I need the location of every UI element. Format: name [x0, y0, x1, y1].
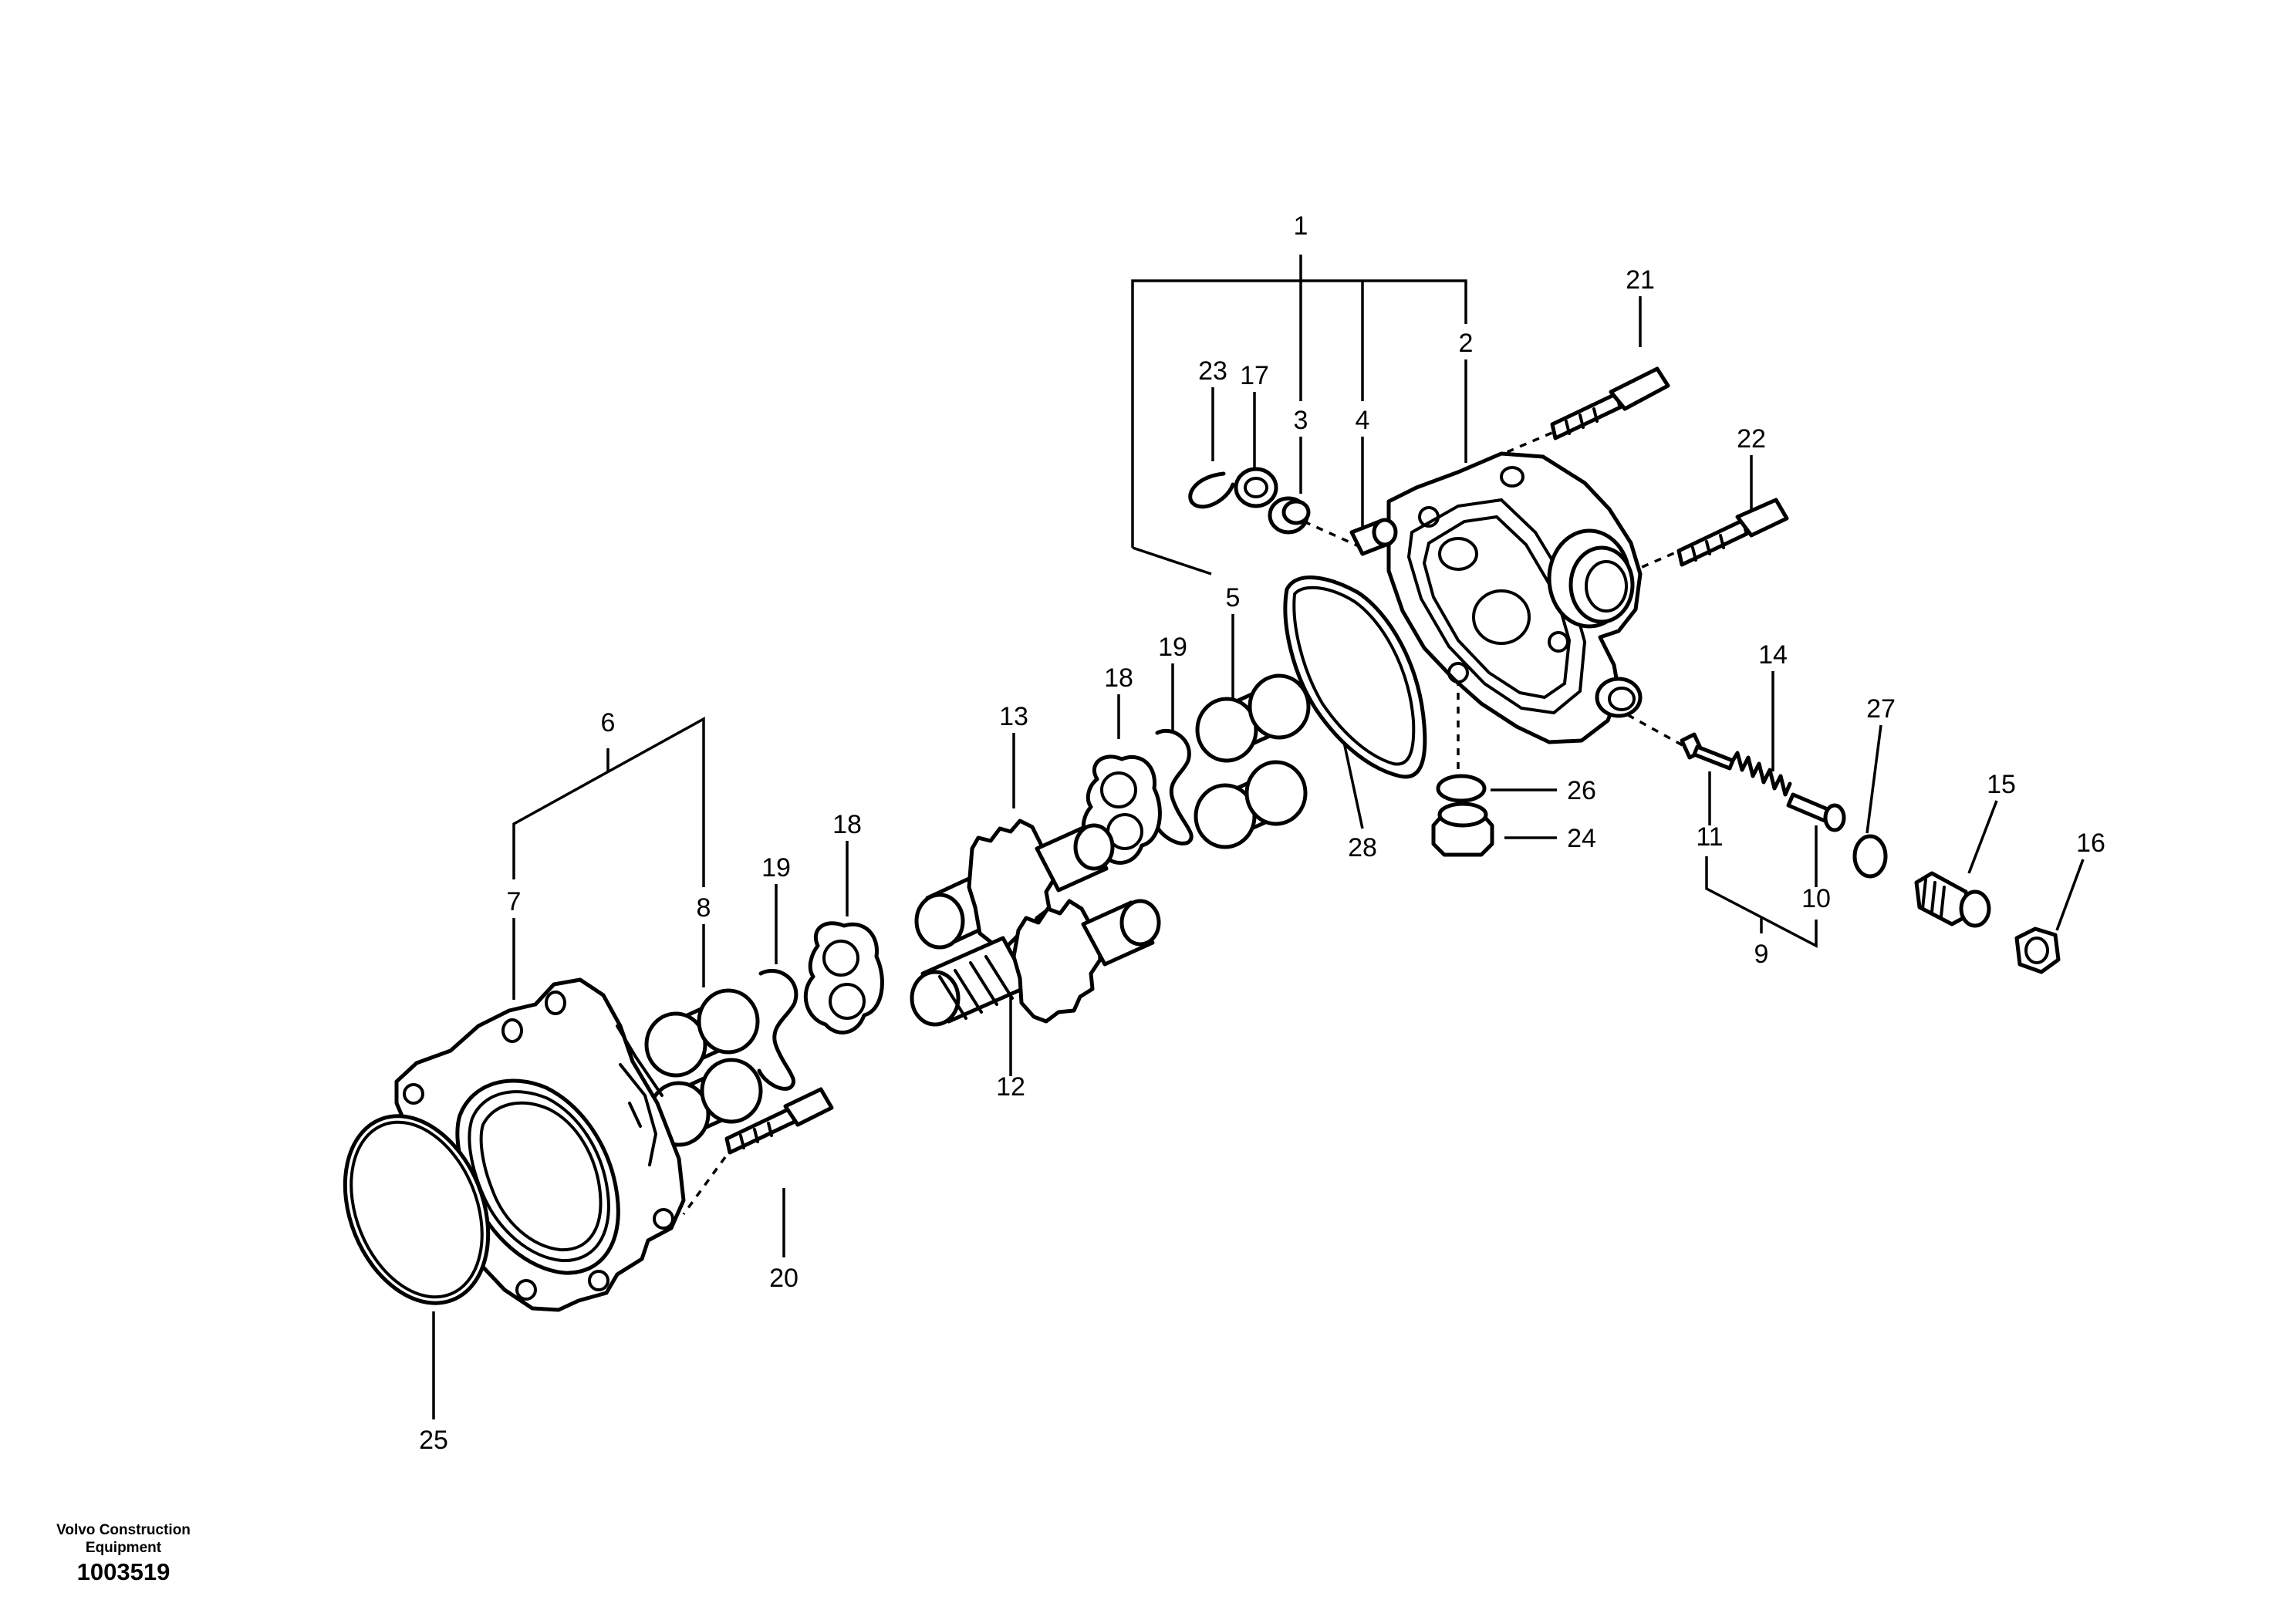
leader-lines	[432, 296, 2085, 1419]
callout-14: 14	[1758, 640, 1788, 670]
callout-2: 2	[1459, 329, 1474, 358]
callout-4: 4	[1356, 406, 1370, 435]
callout-18-right: 18	[1104, 663, 1133, 693]
bolt-20	[724, 1087, 834, 1155]
valve-poppet-11	[1680, 732, 1735, 771]
bushings-5	[1194, 673, 1311, 849]
pin-4	[1349, 518, 1398, 556]
callout-1: 1	[1294, 211, 1308, 241]
spring-clip-19-right	[1153, 728, 1194, 845]
callout-9: 9	[1754, 940, 1769, 969]
document-number: 1003519	[76, 1558, 171, 1585]
callout-25: 25	[419, 1426, 448, 1455]
valve-pin-10	[1786, 792, 1846, 832]
pump-housing-cover	[1386, 451, 1643, 744]
callout-26: 26	[1567, 776, 1596, 805]
gear-shaft-12	[910, 899, 1161, 1027]
snap-ring-23	[1188, 471, 1235, 509]
callout-18-left: 18	[832, 810, 862, 839]
callout-21: 21	[1626, 265, 1655, 295]
plug-24	[1431, 802, 1494, 857]
group-brackets	[512, 255, 1818, 948]
callout-12: 12	[996, 1072, 1025, 1102]
bolt-22	[1676, 498, 1789, 567]
seal-17	[1234, 467, 1278, 508]
nut-16	[2014, 926, 2061, 974]
callout-24: 24	[1567, 824, 1596, 853]
callout-6: 6	[601, 708, 616, 737]
bushings-8	[644, 988, 763, 1147]
callout-27: 27	[1866, 694, 1896, 724]
callout-23: 23	[1198, 356, 1227, 386]
callout-3: 3	[1294, 406, 1308, 435]
callout-17: 17	[1240, 361, 1269, 390]
callout-19-right: 19	[1158, 633, 1187, 662]
callout-16: 16	[2076, 829, 2105, 858]
callout-13: 13	[999, 702, 1028, 731]
wear-plate-18-left	[803, 921, 884, 1034]
callout-8: 8	[697, 893, 711, 923]
o-ring-26	[1436, 774, 1487, 803]
callout-7: 7	[507, 887, 522, 916]
callout-labels: 1 2 3 4 5 6 7 8 9 10 11 12 13 14 15 16 1…	[419, 211, 2105, 1455]
adapter-15	[1914, 871, 1991, 928]
callout-15: 15	[1987, 770, 2016, 799]
callout-19-left: 19	[761, 853, 791, 883]
spring-clip-19-left	[757, 968, 799, 1091]
callout-22: 22	[1737, 424, 1766, 454]
bolt-21	[1550, 366, 1670, 440]
callout-5: 5	[1226, 583, 1241, 613]
callout-11: 11	[1696, 822, 1723, 852]
brand-label: Volvo Construction Equipment	[56, 1522, 191, 1556]
spring-14	[1730, 751, 1792, 797]
o-ring-25	[343, 1114, 491, 1305]
gear-13	[914, 818, 1115, 950]
callout-10: 10	[1801, 884, 1831, 913]
callout-28: 28	[1348, 833, 1377, 862]
callout-20: 20	[769, 1264, 799, 1293]
o-ring-27	[1852, 834, 1888, 879]
plug-3	[1268, 496, 1311, 535]
